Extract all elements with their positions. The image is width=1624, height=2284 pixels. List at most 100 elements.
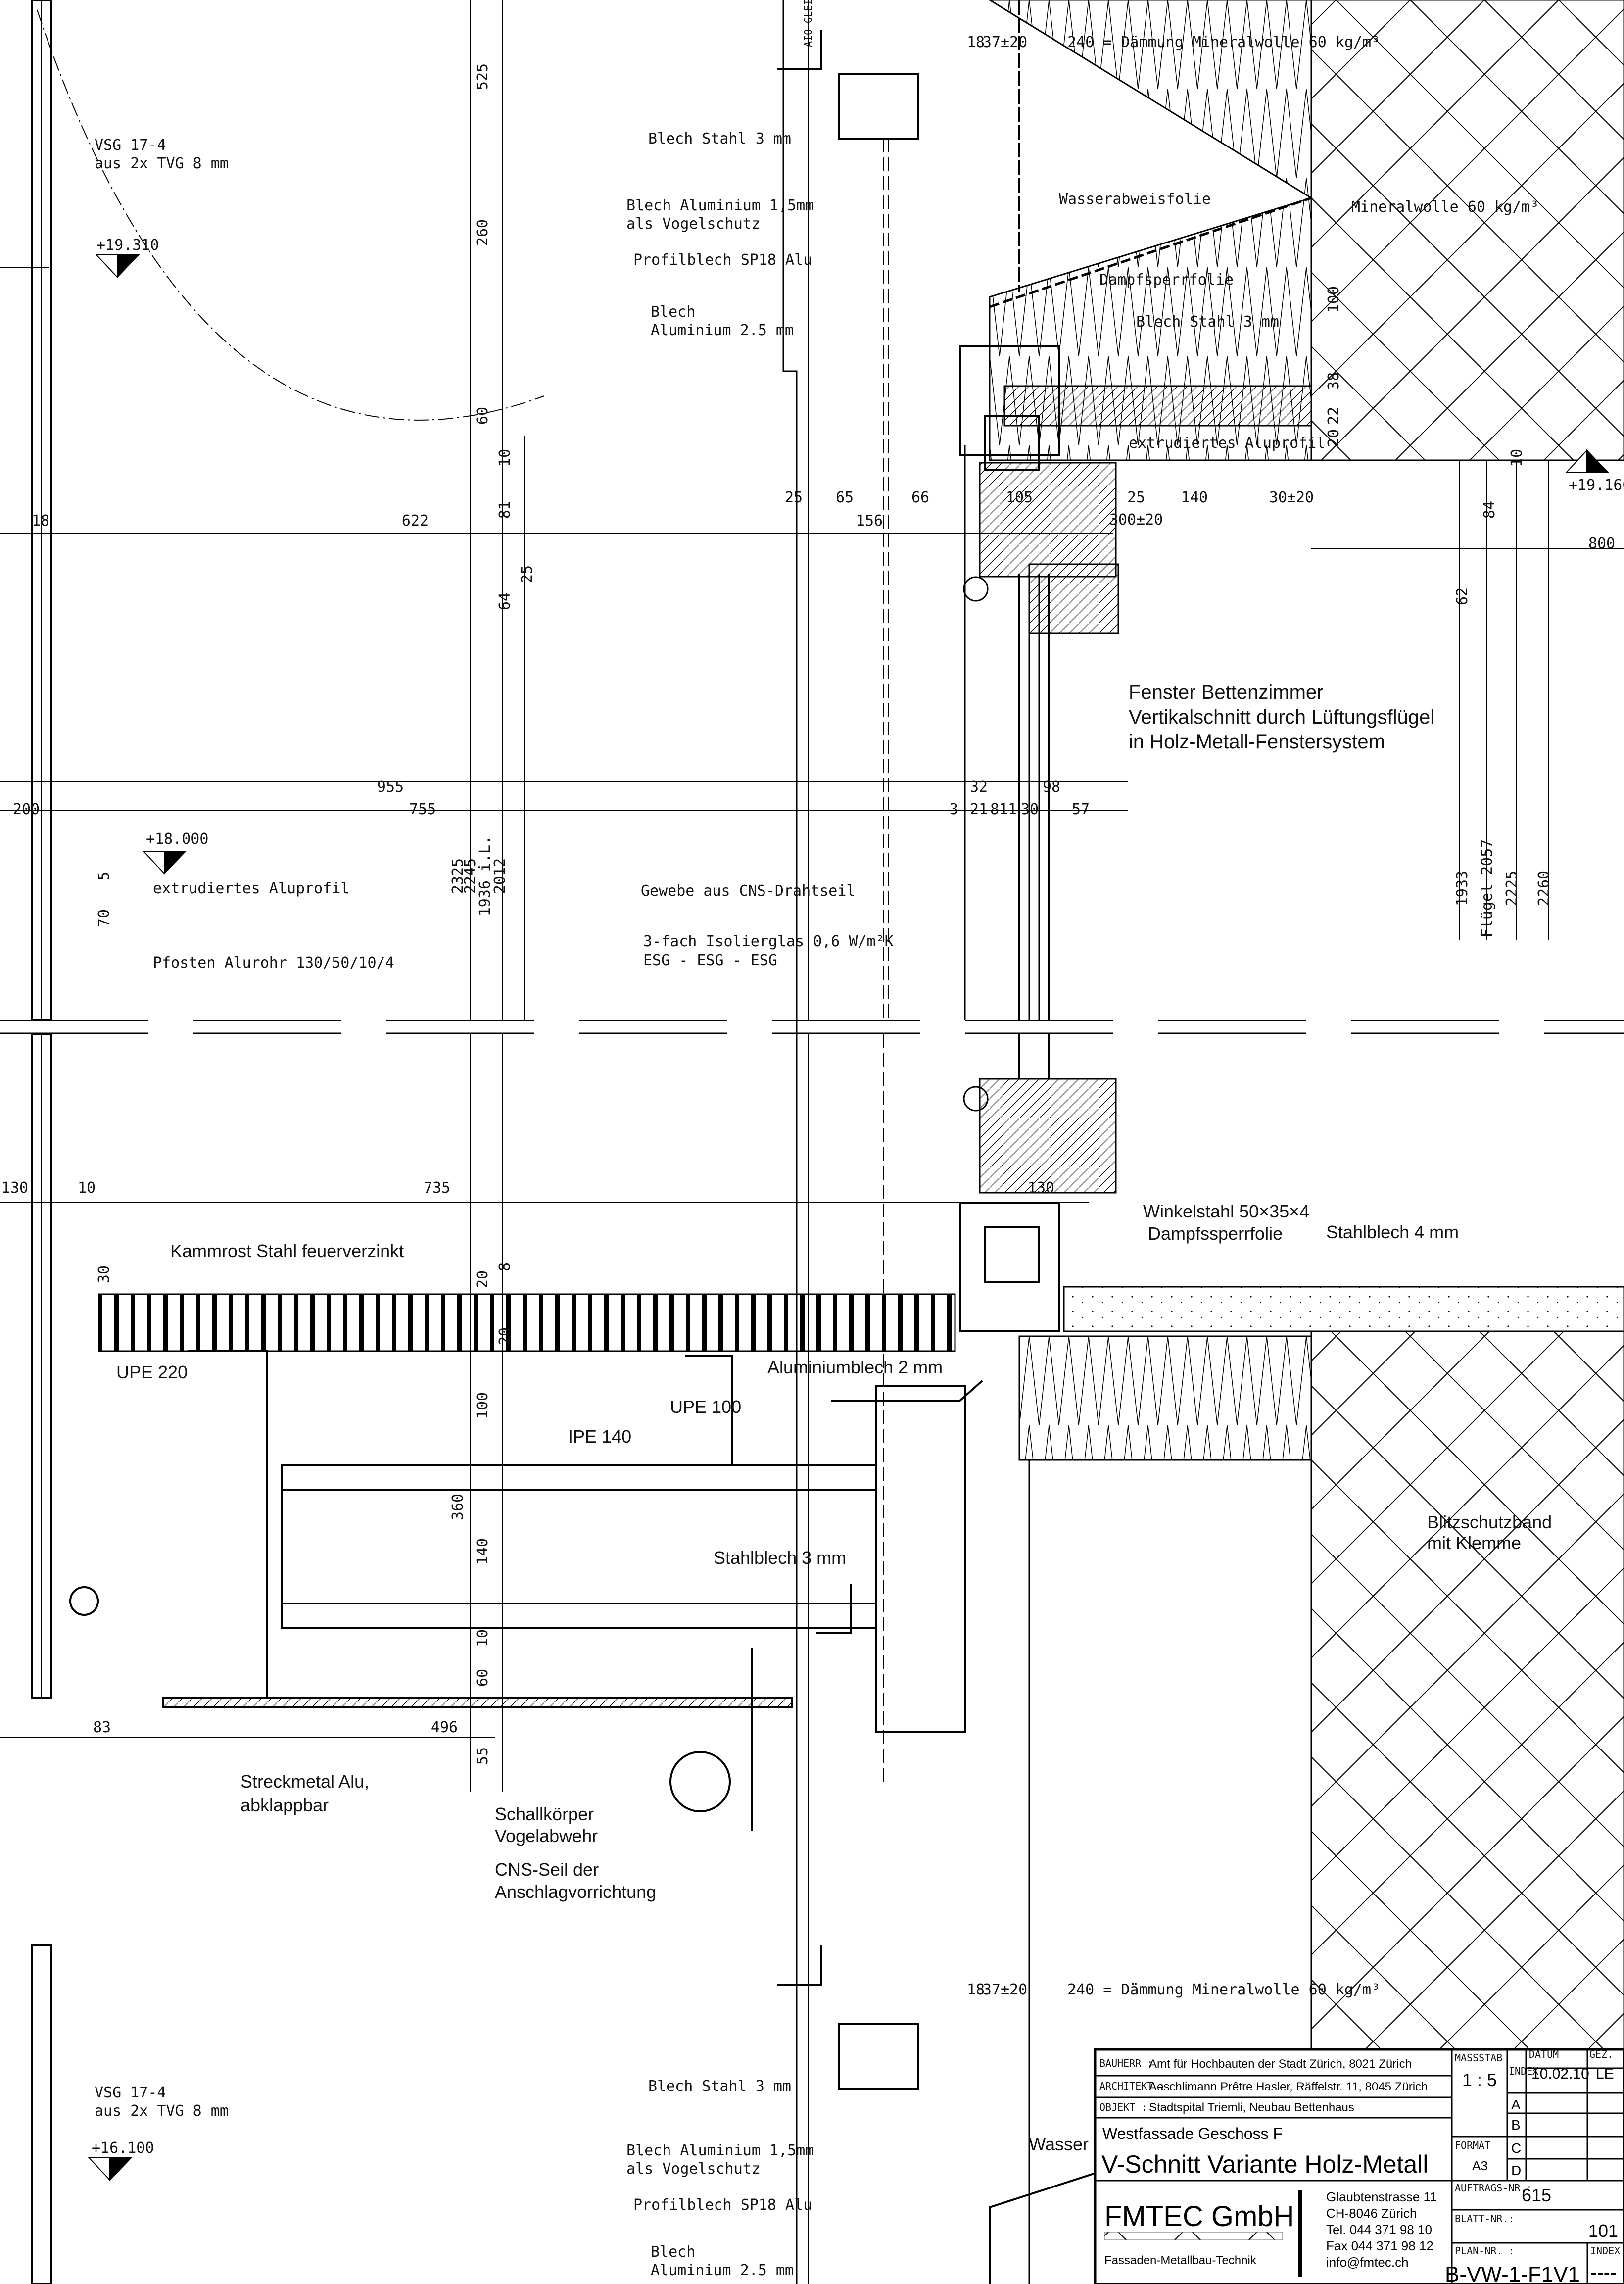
- dimension-value: 66: [911, 489, 929, 506]
- dimension-value: 20: [1325, 429, 1342, 447]
- label-aio-gleit: AIO-GLEIT-12: [802, 0, 814, 47]
- company-tagline: Fassaden-Metallbau-Technik: [1104, 2254, 1257, 2267]
- label-vsg: aus 2x TVG 8 mm: [95, 155, 229, 172]
- datum-label: DATUM: [1529, 2048, 1559, 2060]
- dimension-value: 11: [999, 801, 1017, 818]
- label-isolierglas: ESG - ESG - ESG: [643, 952, 777, 969]
- dimension-value: 37±20: [983, 34, 1027, 51]
- plan-number: B-VW-1-F1V1: [1445, 2262, 1580, 2284]
- dimension-value: 360: [449, 1494, 467, 1520]
- label-aluprofil: extrudiertes Aluprofil: [1129, 435, 1325, 452]
- label-pfosten: Pfosten Alurohr 130/50/10/4: [153, 954, 394, 972]
- dimension-value: 84: [1481, 501, 1498, 519]
- company-address: Glaubtenstrasse 11: [1326, 2189, 1437, 2204]
- dimension-value: 2012: [491, 858, 509, 894]
- label-vogelschutz: Blech Aluminium 1,5mm: [626, 197, 814, 214]
- break-line: [0, 1020, 1624, 1034]
- dimension-value: 2225: [1503, 871, 1521, 906]
- dimension-value: 755: [409, 801, 436, 818]
- architekt-value: Aeschlimann Prêtre Hasler, Räffelstr. 11…: [1149, 2080, 1428, 2093]
- dimension-value: 57: [1072, 801, 1090, 818]
- label-stahlblech3: Stahlblech 3 mm: [714, 1548, 846, 1568]
- level-marker: +18.000: [146, 830, 208, 848]
- dimension-value: 18: [32, 512, 49, 530]
- label-streckmetal: Streckmetal Alu,: [240, 1771, 369, 1792]
- label-profilblech: Profilblech SP18 Alu: [633, 2196, 812, 2214]
- dimension-value: 64: [496, 592, 514, 610]
- label-daemmung: 240 = Dämmung Mineralwolle 60 kg/m³: [1067, 1981, 1380, 1998]
- drawing-caption: Vertikalschnitt durch Lüftungsflügel: [1129, 706, 1434, 728]
- blatt-value: 101: [1588, 2221, 1618, 2241]
- drawing-title: V-Schnitt Variante Holz-Metall: [1101, 2150, 1428, 2178]
- dimension-value: 496: [431, 1719, 458, 1736]
- dimension-value: 30±20: [1269, 489, 1314, 506]
- label-daemmung: 240 = Dämmung Mineralwolle 60 kg/m³: [1067, 34, 1380, 51]
- label-vsg: aus 2x TVG 8 mm: [95, 2102, 229, 2120]
- label-aluminiumblech: Aluminiumblech 2 mm: [767, 1357, 943, 1377]
- dimension-value: 130: [1028, 1179, 1054, 1197]
- index-row: D: [1511, 2163, 1521, 2178]
- dimension-value: Flügel 2057: [1479, 839, 1496, 938]
- auftrag-value: 615: [1522, 2185, 1551, 2205]
- index-row: A: [1511, 2097, 1521, 2112]
- dimension-value: 55: [474, 1747, 491, 1765]
- label-cns-seil: CNS-Seil der: [495, 1859, 599, 1880]
- label-streckmetal: abklappbar: [240, 1795, 329, 1815]
- label-profilblech: Profilblech SP18 Alu: [633, 251, 812, 269]
- concrete-slab: [1063, 1286, 1624, 1332]
- label-gewebe: Gewebe aus CNS-Drahtseil: [641, 882, 855, 900]
- label-aluprofil: extrudiertes Aluprofil: [153, 880, 349, 897]
- plan-index-value: ----: [1590, 2262, 1617, 2284]
- dimension-value: 83: [93, 1719, 111, 1736]
- label-wasser: Wasser: [1029, 2134, 1089, 2154]
- label-upe220: UPE 220: [116, 1362, 188, 1382]
- dimension-value: 22: [1325, 407, 1342, 425]
- lower-insulation: [1018, 1335, 1312, 1461]
- grating: [98, 1293, 956, 1352]
- company-address: CH-8046 Zürich: [1326, 2206, 1417, 2221]
- title-block: BAUHERR : Amt für Hochbauten der Stadt Z…: [1094, 2048, 1624, 2284]
- label-winkelstahl: Winkelstahl 50×35×4: [1143, 1201, 1309, 1221]
- drawing-caption: Fenster Bettenzimmer: [1129, 681, 1323, 703]
- dimension-value: 20: [496, 1327, 514, 1345]
- architekt-label: ARCHITEKT :: [1099, 2080, 1165, 2092]
- label-blech-stahl: Blech Stahl 3 mm: [648, 2078, 791, 2095]
- gez-value: LE: [1596, 2066, 1614, 2082]
- dimension-value: 100: [474, 1392, 491, 1419]
- objekt-value: Stadtspital Triemli, Neubau Bettenhaus: [1149, 2101, 1354, 2114]
- objekt-label: OBJEKT :: [1099, 2101, 1147, 2113]
- label-vogelschutz: Blech Aluminium 1,5mm: [626, 2142, 814, 2159]
- masonry-wall-upper: [1310, 0, 1624, 461]
- dimension-value: 60: [474, 407, 491, 425]
- label-mineralwolle: Mineralwolle 60 kg/m³: [1351, 198, 1539, 216]
- label-upe100: UPE 100: [670, 1397, 741, 1417]
- dimension-value: 800: [1588, 535, 1615, 552]
- dimension-value: 62: [1454, 587, 1471, 605]
- label-blech-alu: Blech: [651, 2243, 695, 2261]
- dimension-value: 300±20: [1109, 511, 1163, 529]
- label-vogelschutz: als Vogelschutz: [626, 215, 761, 233]
- upper-insulation: [988, 0, 1313, 461]
- index-label: INDEX: [1509, 2065, 1538, 2077]
- drawing-caption: in Holz-Metall-Fenstersystem: [1129, 731, 1385, 753]
- label-dampfssperrfolie: Dampfssperrfolie: [1148, 1223, 1283, 1244]
- level-marker: +19.310: [96, 237, 159, 254]
- company-phone: Tel. 044 371 98 10: [1326, 2222, 1432, 2237]
- index-row: C: [1511, 2140, 1521, 2156]
- label-cns-seil: Anschlagvorrichtung: [495, 1882, 656, 1902]
- dimension-value: 30: [96, 1265, 113, 1283]
- dimension-value: 98: [1043, 778, 1060, 796]
- dimension-value: 18: [967, 1981, 985, 1998]
- outer-glass-pane: [31, 0, 52, 2284]
- dimension-value: 5: [96, 872, 113, 880]
- dimension-value: 8: [496, 1263, 514, 1271]
- dimension-value: 25: [1127, 489, 1145, 506]
- dimension-value: 622: [402, 512, 429, 530]
- dimension-value: 70: [96, 909, 113, 927]
- datum-value: 10.02.10: [1531, 2066, 1589, 2082]
- dimension-value: 140: [1181, 489, 1208, 506]
- label-schallkoerper: Schallkörper: [495, 1804, 594, 1824]
- label-blech-alu: Blech: [651, 303, 695, 321]
- plan-index-label: INDEX: [1590, 2245, 1620, 2257]
